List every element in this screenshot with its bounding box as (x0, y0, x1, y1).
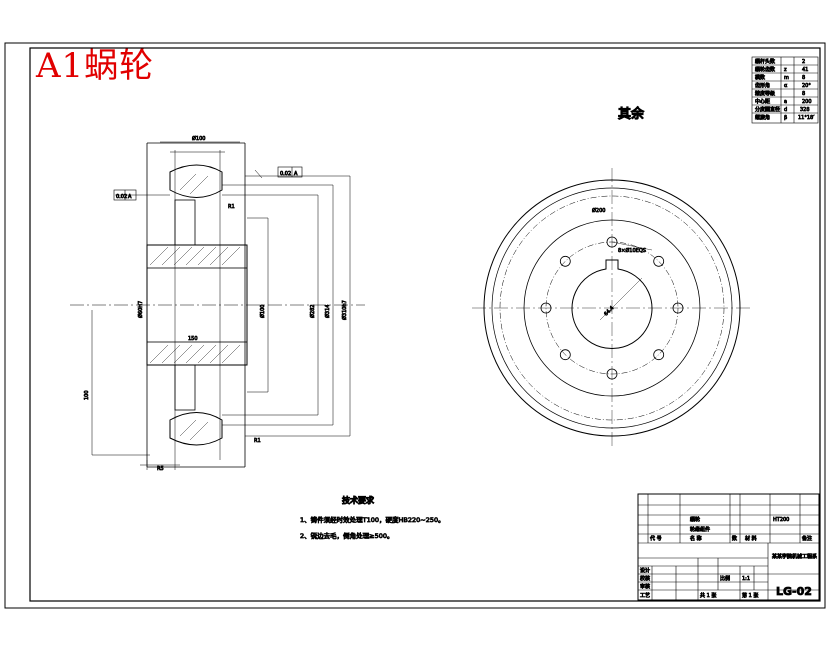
dim-root: Ø282 (309, 305, 316, 318)
param-table (751, 56, 819, 124)
svg-text:蜗轮齿数: 蜗轮齿数 (755, 66, 775, 73)
company-name: 某某学院机械工程系 (772, 553, 817, 560)
inner-frame (29, 47, 821, 602)
svg-text:d: d (784, 107, 787, 113)
svg-text:11°18′: 11°18′ (798, 115, 815, 121)
svg-text:螺旋角: 螺旋角 (755, 114, 770, 121)
col-qty: 数 (732, 535, 737, 542)
datum-right: A (294, 171, 298, 177)
svg-text:20°: 20° (802, 83, 811, 89)
svg-text:分度圆直径: 分度圆直径 (755, 106, 780, 113)
col-remark: 备注 (802, 535, 812, 542)
svg-text:8: 8 (802, 75, 805, 81)
svg-text:β: β (784, 115, 787, 121)
tolerance-frame-right (277, 166, 303, 178)
sheet-number: 第 1 张 (742, 592, 758, 599)
hub-hatch (149, 246, 241, 364)
dim-chamfer: R5 (157, 466, 164, 472)
dim-hole-circle: Ø200 (592, 207, 605, 214)
tol-value-right: 0.02 (280, 171, 291, 177)
dim-keyway: 64.4 (603, 305, 615, 317)
svg-text:蜗杆头数: 蜗杆头数 (755, 58, 775, 65)
dim-bore: Ø60H7 (137, 301, 144, 318)
dim-hub: Ø100 (259, 305, 266, 318)
tech-req-line-2: 2、锐边去毛，倒角处理≥500。 (300, 531, 394, 540)
dim-width-left: 100 (84, 390, 90, 400)
col-name: 名 称 (690, 535, 702, 542)
scale-value: 1:1 (742, 576, 750, 582)
svg-text:200: 200 (802, 99, 812, 105)
svg-text:α: α (784, 83, 788, 89)
tol-value-left: 0.02 (116, 194, 127, 200)
part-sub: 轮缘组件 (690, 526, 710, 533)
dim-r1-top: R1 (228, 204, 235, 210)
rest-label: 其余 (618, 106, 645, 122)
svg-text:a: a (784, 99, 787, 105)
svg-text:z: z (784, 67, 787, 73)
part-name: 蜗轮 (690, 516, 700, 523)
title-block-text: 代 号 名 称 数 材 料 备注 蜗轮 轮缘组件 HT200 某某学院机械工程系… (640, 516, 818, 600)
tech-req-line-1: 1、铸件须经时效处理T100，硬度HB220~250。 (300, 515, 445, 524)
dim-r1-bottom: R1 (254, 438, 261, 444)
svg-text:齿形角: 齿形角 (755, 82, 770, 89)
dim-bolt-holes: 8×Ø10EQS (618, 247, 646, 254)
dim-outer: Ø310h7 (341, 300, 348, 320)
svg-text:中心距: 中心距 (755, 98, 770, 105)
approver-label: 审核 (640, 583, 650, 590)
svg-text:8: 8 (802, 91, 805, 97)
length-dims (91, 141, 263, 470)
col-code: 代 号 (650, 535, 662, 542)
diameter-dims (222, 175, 351, 437)
dim-hub-length: 150 (188, 336, 198, 342)
col-material: 材 料 (745, 535, 757, 542)
part-material: HT200 (773, 517, 789, 523)
drawing-number: LG-02 (776, 585, 812, 598)
scale-label: 比例 (720, 575, 730, 582)
rim-hatch (179, 173, 209, 441)
dim-tip: Ø314 (324, 305, 331, 318)
svg-text:41: 41 (802, 67, 808, 73)
svg-text:精度等级: 精度等级 (755, 90, 775, 97)
svg-text:328: 328 (800, 107, 810, 113)
svg-text:2: 2 (802, 59, 805, 65)
checker-label: 校核 (640, 575, 650, 582)
process-label: 工艺 (640, 593, 650, 599)
tech-req-title: 技术要求 (342, 495, 375, 505)
svg-text:m: m (784, 75, 789, 81)
param-rows: 蜗杆头数 2 蜗轮齿数 z 41 模数 m 8 齿形角 α 20° 精度等级 8… (755, 58, 816, 122)
bore-keyway (571, 259, 653, 350)
drawing-badge: A1蜗轮 (36, 46, 155, 86)
svg-text:模数: 模数 (755, 74, 765, 81)
title-block (637, 493, 820, 601)
sheet-count: 共 1 张 (700, 592, 716, 599)
designer-label: 设计 (640, 567, 650, 574)
outer-frame (4, 42, 826, 609)
front-view: Ø200 8×Ø10EQS 64.4 (472, 168, 752, 448)
section-view: Ø100 0.02 A 0.02 A Ø60H7 Ø100 Ø282 Ø314 … (70, 135, 365, 472)
datum-left: A (128, 194, 132, 200)
dim-rim-width: Ø100 (192, 135, 205, 142)
